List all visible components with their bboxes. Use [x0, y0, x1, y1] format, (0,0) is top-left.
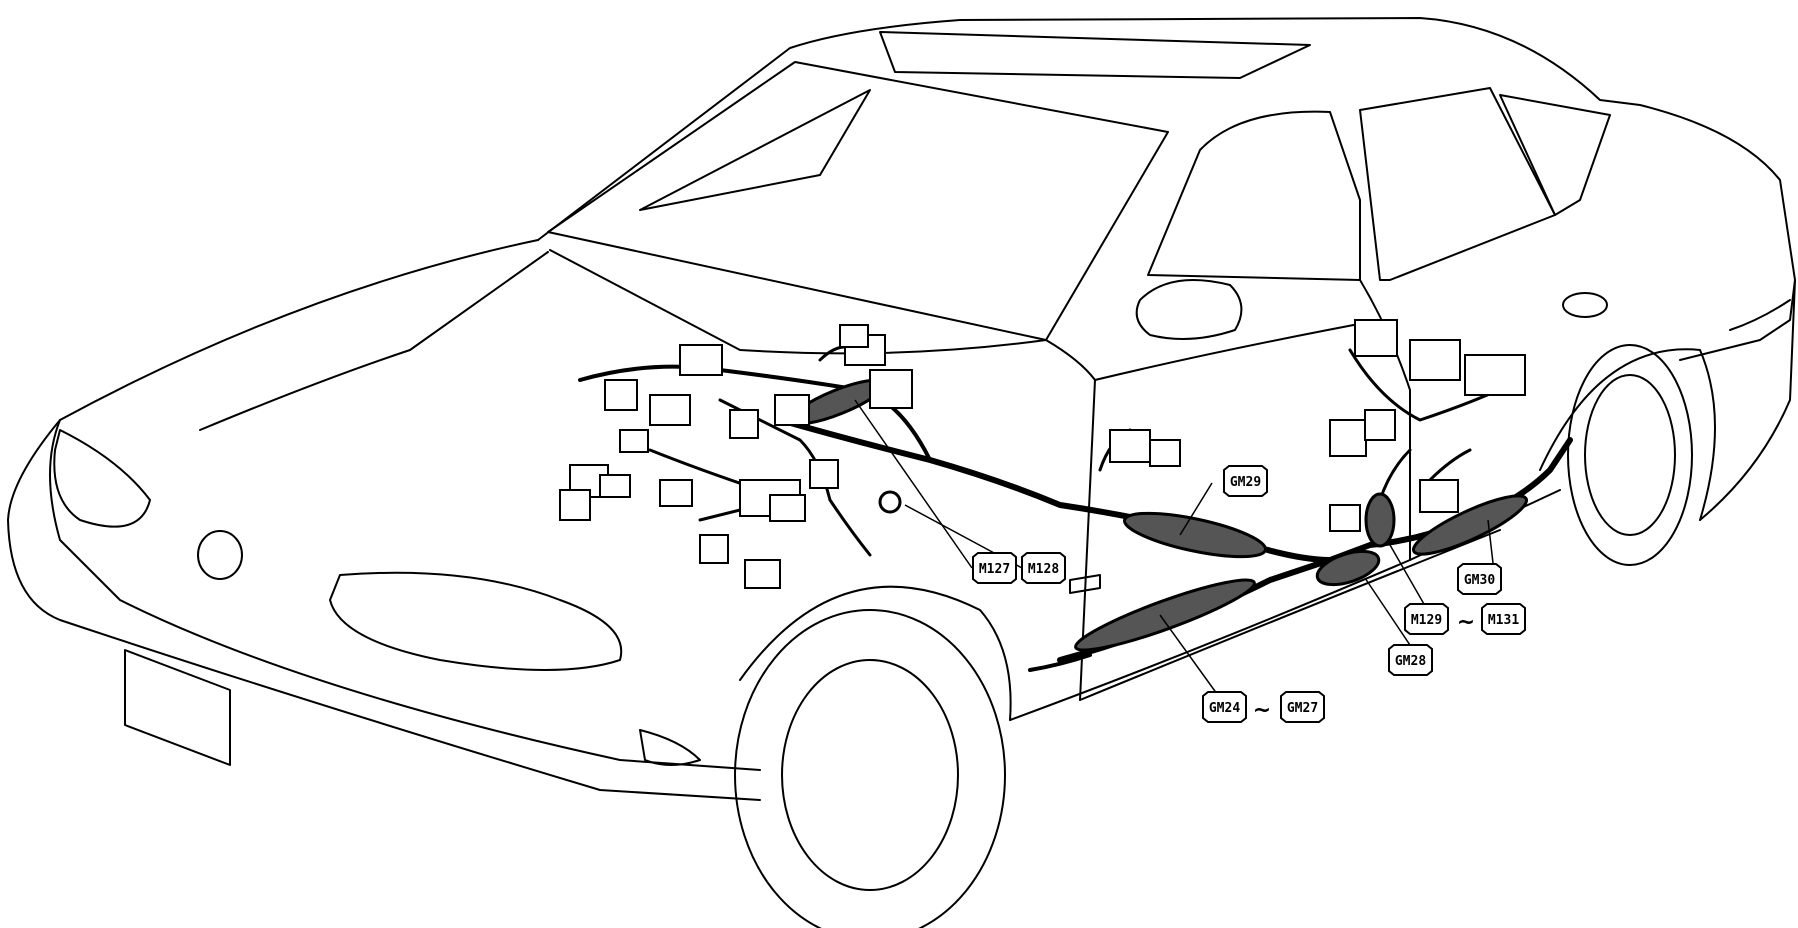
sleeve-door-upper [1122, 511, 1268, 559]
svg-text:M127: M127 [979, 562, 1010, 577]
range-tilde-gm24-gm27: ~ [1253, 698, 1271, 723]
label-gm30: GM30 [1457, 563, 1502, 595]
label-gm28: GM28 [1388, 644, 1433, 676]
sleeve-rocker-rear [1411, 494, 1529, 556]
connectors-engine-bay [559, 324, 913, 589]
svg-text:M128: M128 [1028, 562, 1059, 577]
svg-text:GM29: GM29 [1230, 475, 1261, 490]
label-gm29: GM29 [1223, 465, 1268, 497]
range-tilde-m129-m131: ~ [1457, 610, 1475, 635]
label-gm27: GM27 [1280, 691, 1325, 723]
svg-text:GM28: GM28 [1395, 654, 1426, 669]
car-body-outline [7, 17, 1796, 928]
grommet [878, 490, 902, 514]
connectors-door-and-rear [1109, 319, 1526, 532]
sleeve-pillar [1364, 492, 1396, 548]
label-gm24: GM24 [1202, 691, 1247, 723]
sleeve-rocker-mid [1315, 549, 1381, 587]
svg-text:M129: M129 [1411, 613, 1442, 628]
label-m128: M128 [1021, 552, 1066, 584]
svg-text:GM24: GM24 [1209, 701, 1240, 716]
svg-text:M131: M131 [1488, 613, 1519, 628]
label-m131: M131 [1481, 603, 1526, 635]
svg-text:GM30: GM30 [1464, 573, 1495, 588]
leader-lines [854, 399, 1496, 706]
label-m127: M127 [972, 552, 1017, 584]
svg-text:GM27: GM27 [1287, 701, 1318, 716]
label-m129: M129 [1404, 603, 1449, 635]
